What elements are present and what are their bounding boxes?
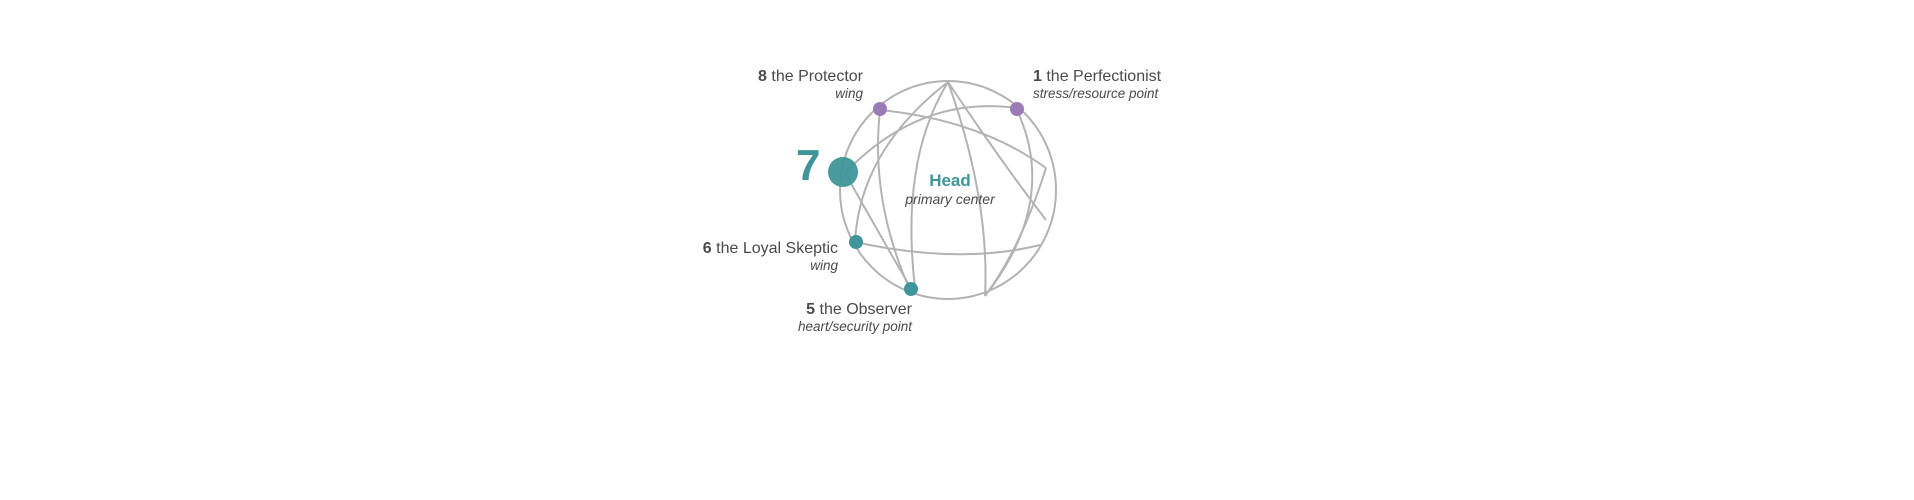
center-label: Head primary center xyxy=(880,171,1020,207)
connector-line xyxy=(947,81,1047,221)
point-1-role: stress/resource point xyxy=(1033,86,1159,102)
point-8-name: the Protector xyxy=(771,68,863,85)
point-1-dot xyxy=(1010,102,1024,116)
connector-line xyxy=(854,81,949,243)
point-5-number: 5 xyxy=(806,301,816,318)
point-8-role: wing xyxy=(835,86,863,102)
connector-line xyxy=(854,241,1041,256)
point-1-title: 1 the Perfectionist xyxy=(1033,68,1161,86)
point-5-title: 5 the Observer xyxy=(798,301,912,319)
point-6-role: wing xyxy=(810,258,838,274)
point-1-label: 1 the Perfectionist stress/resource poin… xyxy=(1033,68,1161,102)
point-7-primary-dot xyxy=(828,157,858,187)
point-1-name: the Perfectionist xyxy=(1046,68,1162,85)
point-1-number: 1 xyxy=(1033,68,1042,85)
enneagram-circle xyxy=(839,80,1057,300)
connector-line xyxy=(910,81,949,289)
point-6-label: 6 the Loyal Skeptic wing xyxy=(703,240,838,274)
point-6-dot xyxy=(849,235,863,249)
center-subtitle: primary center xyxy=(905,190,995,207)
point-5-name: the Observer xyxy=(819,301,912,318)
point-8-title: 8 the Protector xyxy=(758,68,863,86)
point-8-number: 8 xyxy=(758,68,767,85)
point-8-label: 8 the Protector wing xyxy=(758,68,863,102)
point-5-role: heart/security point xyxy=(797,319,912,335)
connector-line xyxy=(947,81,987,297)
center-title: Head xyxy=(929,171,971,190)
point-6-name: the Loyal Skeptic xyxy=(716,240,838,257)
point-6-number: 6 xyxy=(702,240,712,257)
point-6-title: 6 the Loyal Skeptic xyxy=(703,240,838,258)
point-5-dot xyxy=(904,282,918,296)
connector-line xyxy=(984,167,1047,297)
connector-line xyxy=(879,109,1047,169)
point-5-label: 5 the Observer heart/security point xyxy=(798,301,912,335)
connector-line xyxy=(877,109,911,291)
primary-type-number: 7 xyxy=(796,141,821,190)
connector-line xyxy=(844,105,1017,174)
point-8-dot xyxy=(873,102,887,116)
